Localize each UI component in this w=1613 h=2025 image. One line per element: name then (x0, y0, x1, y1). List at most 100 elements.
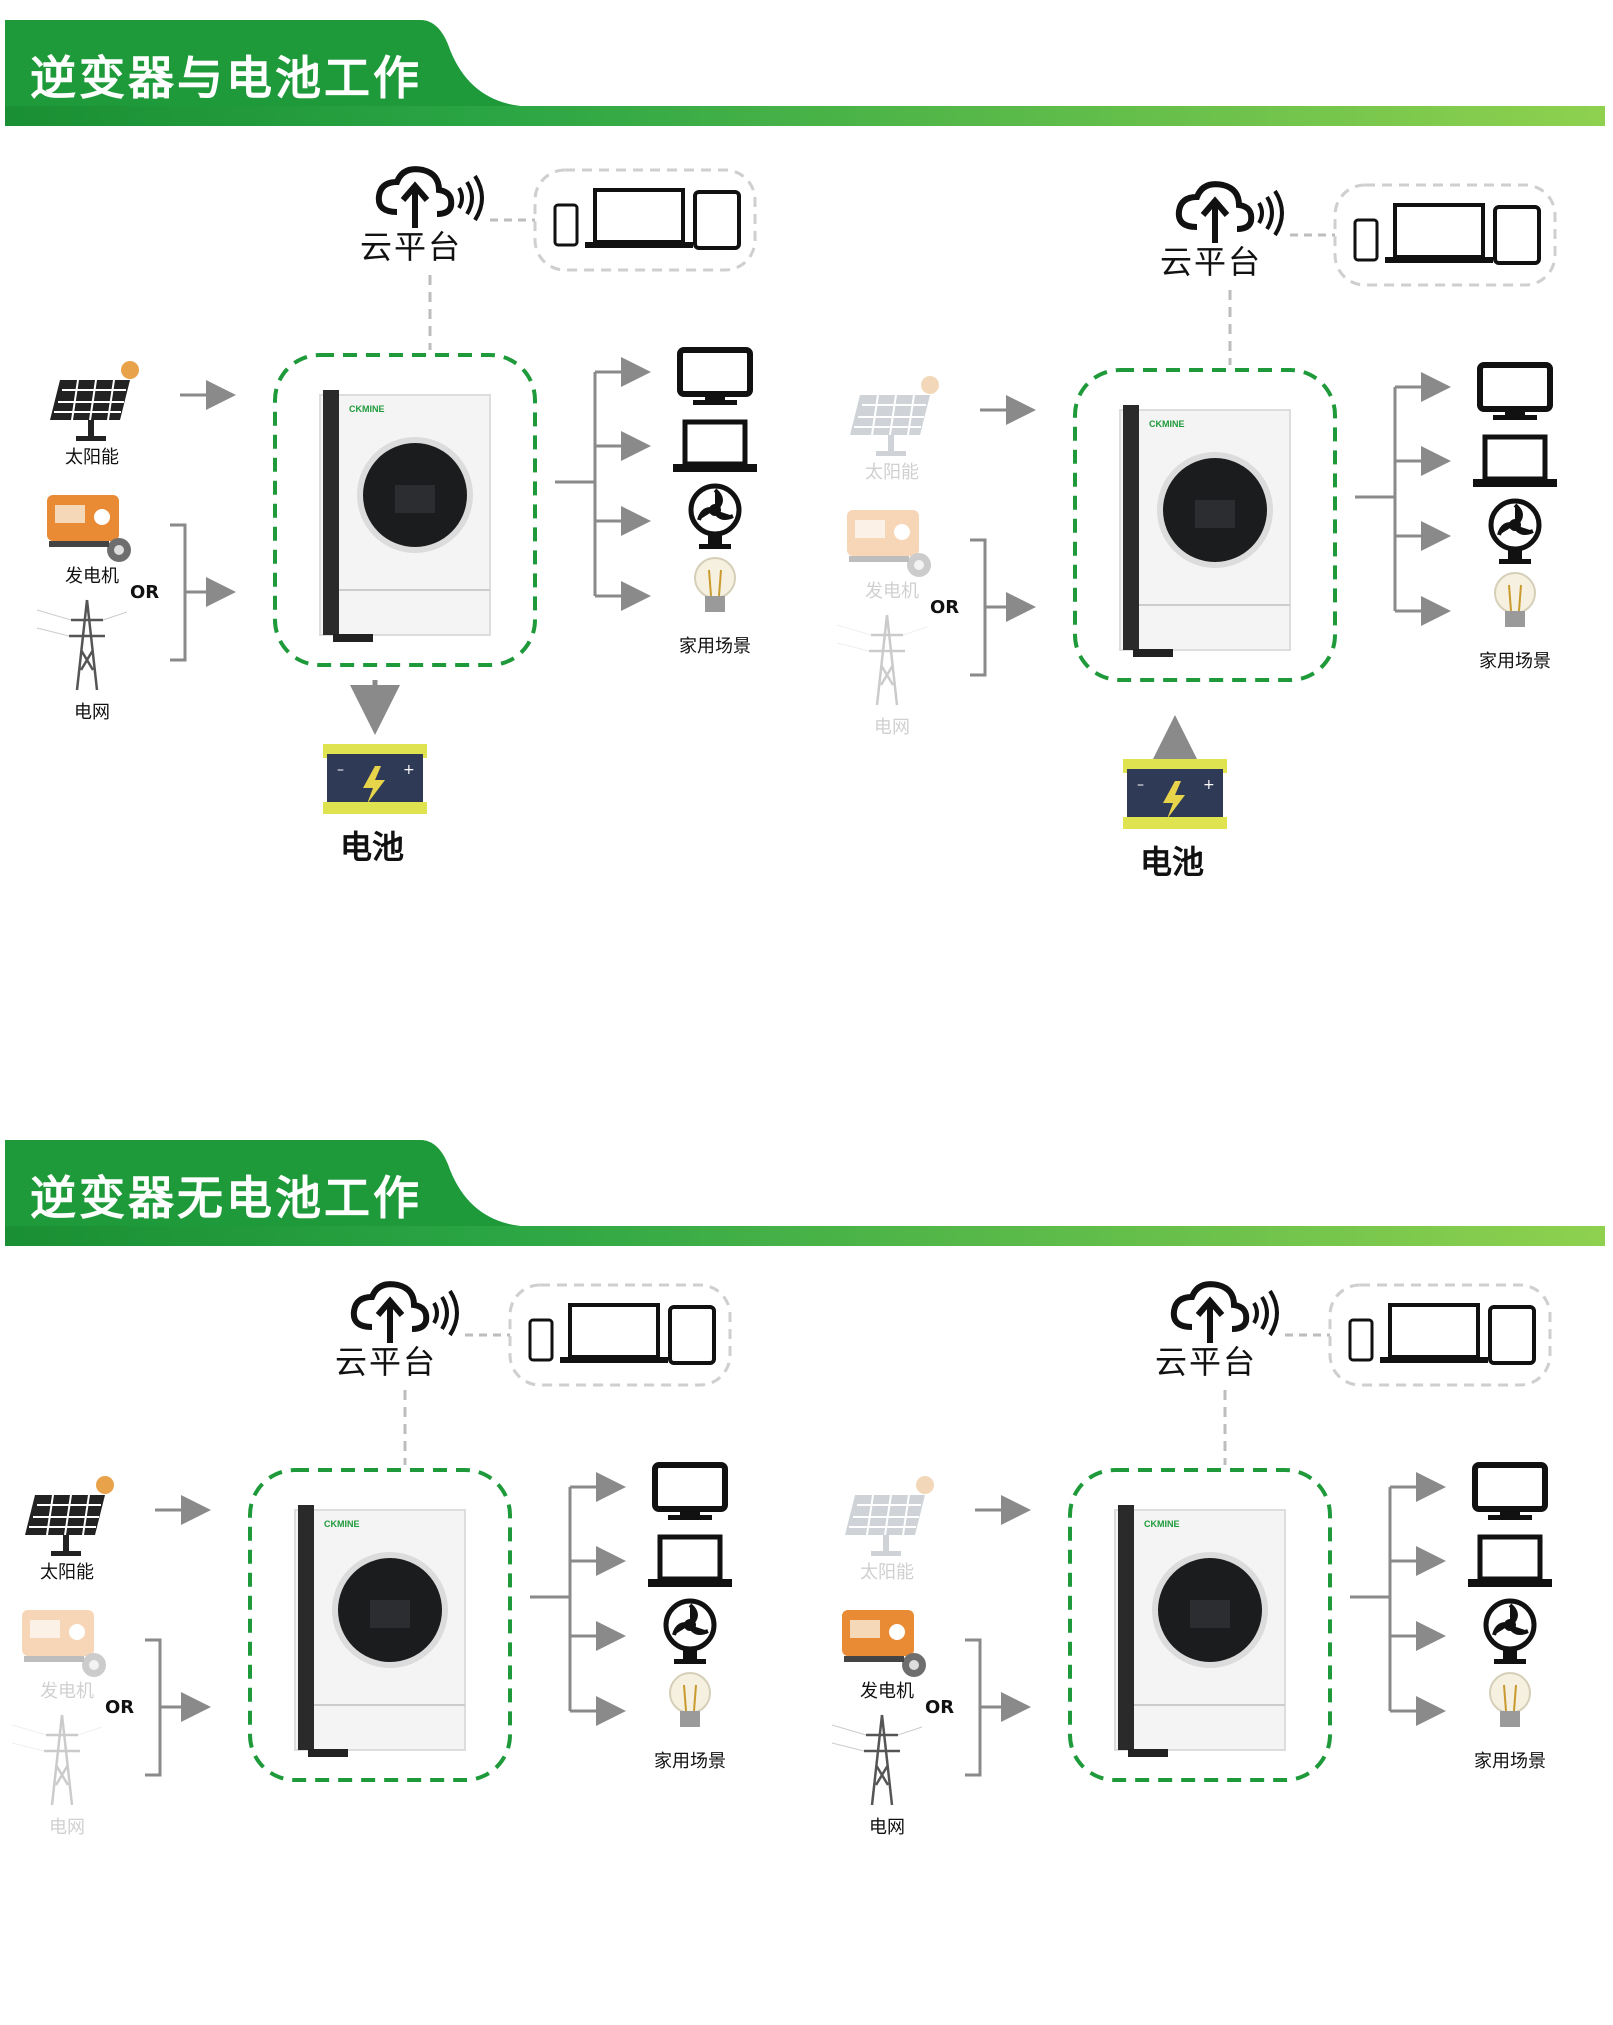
or-label: OR (925, 1697, 955, 1718)
power-tower-icon (836, 614, 928, 706)
light-bulb-icon (1494, 572, 1536, 627)
brand-logo: CKMINE (1144, 1519, 1180, 1529)
inverter-frame (248, 1468, 512, 1782)
generator-icon (842, 1610, 926, 1677)
tablet-icon (693, 190, 741, 250)
cloud-platform-label: 云平台 (1160, 243, 1263, 281)
cloud-icon (375, 166, 484, 228)
tablet-icon (1488, 1305, 1536, 1365)
cloud-icon (1170, 1281, 1279, 1343)
cloud-icon (1175, 181, 1284, 243)
solar-label: 太阳能 (860, 1562, 914, 1583)
or-label: OR (930, 597, 960, 618)
laptop-icon (560, 1303, 668, 1363)
section-banner-1: 逆变器与电池工作 (0, 20, 1613, 130)
monitor-icon (652, 1462, 728, 1520)
solar-label: 太阳能 (40, 1562, 94, 1583)
generator-label: 发电机 (65, 566, 119, 587)
or-label: OR (105, 1697, 135, 1718)
system-panel: CKMINE (5, 150, 805, 910)
or-label: OR (130, 582, 160, 603)
grid-label: 电网 (49, 1817, 85, 1838)
phone-icon (528, 1318, 554, 1362)
system-panel: CKMINE (0, 1265, 780, 2025)
devices-box (1328, 1283, 1552, 1387)
grid-label: 电网 (74, 702, 110, 723)
svg-text:–: – (1137, 777, 1144, 793)
light-bulb-icon (1489, 1672, 1531, 1727)
inverter-frame (1073, 368, 1337, 682)
monitor-icon (677, 347, 753, 405)
section-banner-2: 逆变器无电池工作 (0, 1140, 1613, 1250)
inverter-unit: CKMINE (319, 390, 491, 642)
inverter-frame (273, 353, 537, 667)
laptop-icon (1380, 1303, 1488, 1363)
tablet-icon (1493, 205, 1541, 265)
system-panel: CKMINE (805, 165, 1605, 925)
power-tower-icon (36, 599, 128, 691)
solar-panel-icon (845, 1476, 934, 1556)
light-bulb-icon (694, 557, 736, 612)
cloud-platform-label: 云平台 (360, 228, 463, 266)
solar-panel-icon (50, 361, 139, 441)
inverter-unit: CKMINE (294, 1505, 466, 1757)
monitor-icon (1472, 1462, 1548, 1520)
laptop-icon (1385, 203, 1493, 263)
phone-icon (553, 203, 579, 247)
generator-label: 发电机 (40, 1681, 94, 1702)
household-loads-label: 家用场景 (679, 636, 751, 657)
inverter-unit: CKMINE (1119, 405, 1291, 657)
cloud-platform-label: 云平台 (1155, 1343, 1258, 1381)
cloud-icon (350, 1281, 459, 1343)
household-loads-label: 家用场景 (1479, 651, 1551, 672)
tablet-icon (668, 1305, 716, 1365)
generator-icon (847, 510, 931, 577)
generator-label: 发电机 (860, 1681, 914, 1702)
solar-panel-icon (850, 376, 939, 456)
fan-icon (1483, 1598, 1537, 1664)
light-bulb-icon (669, 1672, 711, 1727)
solar-label: 太阳能 (65, 447, 119, 468)
section-title: 逆变器无电池工作 (30, 1171, 422, 1225)
banner-shape (5, 20, 1605, 126)
devices-box (1333, 183, 1557, 287)
solar-panel-icon (25, 1476, 114, 1556)
fan-icon (1488, 498, 1542, 564)
monitor-icon (1477, 362, 1553, 420)
battery-icon: –+ (323, 744, 427, 814)
laptop-icon (1473, 434, 1557, 487)
laptop-icon (1468, 1534, 1552, 1587)
svg-text:–: – (337, 762, 344, 778)
battery-label: 电池 (340, 828, 405, 866)
section-title: 逆变器与电池工作 (30, 51, 422, 105)
solar-label: 太阳能 (865, 462, 919, 483)
brand-logo: CKMINE (324, 1519, 360, 1529)
fan-icon (688, 483, 742, 549)
generator-icon (47, 495, 131, 562)
generator-label: 发电机 (865, 581, 919, 602)
phone-icon (1348, 1318, 1374, 1362)
banner-shape (5, 1140, 1605, 1246)
svg-text:+: + (403, 762, 415, 778)
battery-icon: –+ (1123, 759, 1227, 829)
laptop-icon (648, 1534, 732, 1587)
laptop-icon (673, 419, 757, 472)
grid-label: 电网 (874, 717, 910, 738)
phone-icon (1353, 218, 1379, 262)
power-tower-icon (11, 1714, 103, 1806)
inverter-unit: CKMINE (1114, 1505, 1286, 1757)
system-panel: CKMINE (800, 1265, 1600, 2025)
devices-box (533, 168, 757, 272)
brand-logo: CKMINE (1149, 419, 1185, 429)
svg-text:+: + (1203, 777, 1215, 793)
brand-logo: CKMINE (349, 404, 385, 414)
household-loads-label: 家用场景 (654, 1751, 726, 1772)
generator-icon (22, 1610, 106, 1677)
inverter-frame (1068, 1468, 1332, 1782)
cloud-platform-label: 云平台 (335, 1343, 438, 1381)
fan-icon (663, 1598, 717, 1664)
laptop-icon (585, 188, 693, 248)
power-tower-icon (831, 1714, 923, 1806)
devices-box (508, 1283, 732, 1387)
battery-label: 电池 (1140, 843, 1205, 881)
